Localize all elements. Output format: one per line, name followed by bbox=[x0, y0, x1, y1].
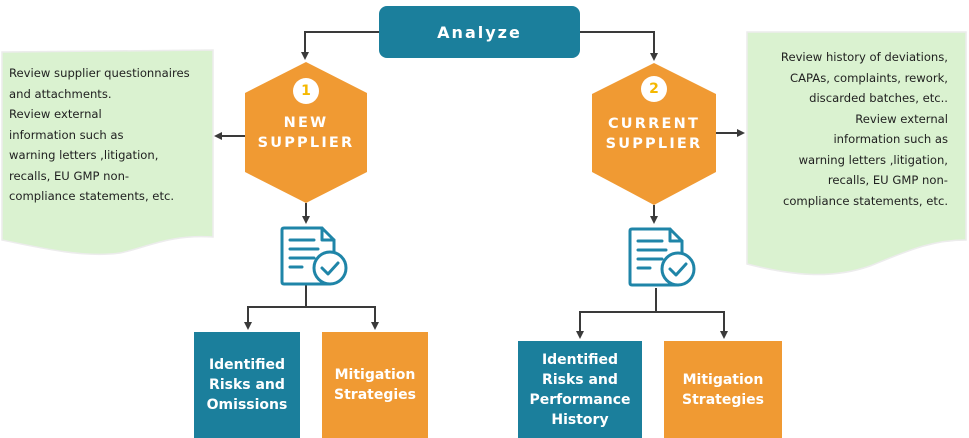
new-mitigation-box: Mitigation Strategies bbox=[322, 332, 428, 438]
connector-current-to-risks bbox=[576, 311, 656, 339]
step-number: 1 bbox=[301, 83, 311, 99]
step-badge-2: 2 bbox=[641, 76, 667, 102]
note-right-shape bbox=[746, 31, 967, 276]
connector-analyze-to-new bbox=[301, 31, 379, 60]
connector-current-to-mitigation bbox=[656, 311, 728, 339]
current-mitigation-box: Mitigation Strategies bbox=[664, 341, 782, 438]
output-label: Identified Risks and Performance History bbox=[529, 351, 631, 428]
new-supplier-title: NEW SUPPLIER bbox=[257, 115, 355, 151]
note-left-shape bbox=[1, 49, 214, 256]
document-check-icon bbox=[628, 227, 696, 287]
new-supplier-note: Review supplier questionnaires and attac… bbox=[9, 66, 190, 203]
step-number: 2 bbox=[649, 81, 659, 97]
current-identified-risks-box: Identified Risks and Performance History bbox=[518, 341, 642, 438]
new-identified-risks-box: Identified Risks and Omissions bbox=[194, 332, 300, 438]
analyze-box: Analyze bbox=[379, 6, 580, 58]
hexagon-current-supplier bbox=[592, 63, 716, 205]
step-badge-1: 1 bbox=[293, 78, 319, 104]
document-check-icon bbox=[280, 226, 348, 286]
connector-new-to-mitigation bbox=[306, 306, 379, 330]
output-label: Identified Risks and Omissions bbox=[206, 357, 288, 413]
current-supplier-note: Review history of deviations, CAPAs, com… bbox=[780, 50, 948, 208]
output-label: Mitigation Strategies bbox=[682, 371, 764, 408]
analyze-label: Analyze bbox=[437, 22, 522, 42]
current-supplier-title: CURRENT SUPPLIER bbox=[605, 116, 703, 152]
output-label: Mitigation Strategies bbox=[334, 367, 416, 403]
hexagon-new-supplier bbox=[245, 62, 367, 203]
connector-analyze-to-current bbox=[580, 31, 658, 61]
connector-new-to-risks bbox=[244, 306, 306, 330]
